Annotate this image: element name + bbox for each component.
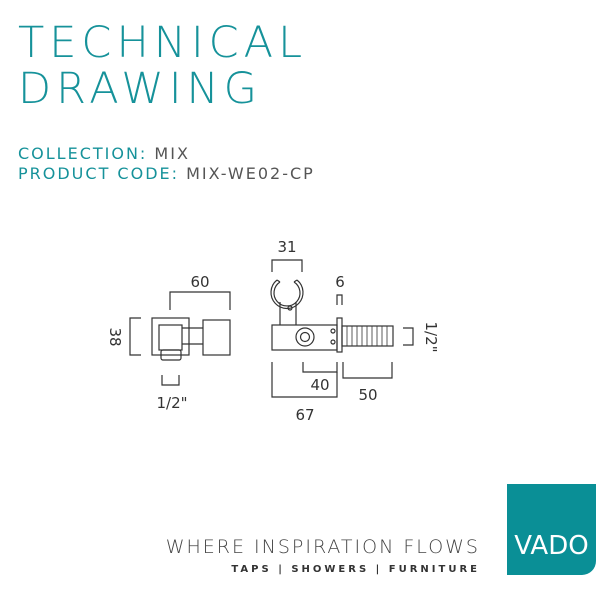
dim-bracket-67 [271,362,338,398]
screw [330,328,336,334]
knob [202,319,231,356]
logo-text: VADO [514,531,589,561]
title-line-1: TECHNICAL [18,18,308,68]
side-view: 38 60 1/2" [106,273,231,412]
collection-row: COLLECTION: MIX [18,144,315,164]
product-code-label: PRODUCT CODE: [18,164,180,183]
dim-label-inlet: 1/2" [156,394,187,412]
screw [330,339,336,345]
dim-bracket-40 [302,362,338,373]
stem-screw [287,305,293,311]
dim-label-38: 38 [106,327,124,346]
hook [270,279,304,310]
threaded-outlet [341,325,394,347]
page-title: TECHNICAL DRAWING [18,20,307,112]
collection-label: COLLECTION: [18,144,148,163]
thread-lines [346,326,388,346]
dim-label-40: 40 [310,376,329,394]
flange [336,317,343,353]
dim-bracket-50 [342,362,393,379]
front-view: 31 6 1/2" 40 67 50 [270,238,440,424]
dim-label-6: 6 [335,273,345,291]
dim-bracket-31 [271,259,303,272]
dim-label-outlet: 1/2" [422,321,440,352]
dim-bracket-60 [169,291,231,310]
collection-value: MIX [154,144,190,163]
dim-bracket-inlet [161,375,180,386]
dim-label-31: 31 [277,238,296,256]
swivel-nut-inner [299,331,311,343]
vado-logo: VADO [507,484,596,575]
product-categories: TAPS | SHOWERS | FURNITURE [231,564,480,575]
swivel-nut [295,327,315,347]
pipe [182,327,203,345]
product-meta: COLLECTION: MIX PRODUCT CODE: MIX-WE02-C… [18,144,315,184]
title-line-2: DRAWING [18,64,262,114]
dim-label-60: 60 [190,273,209,291]
dim-bracket-6 [336,294,343,305]
inlet-nut [160,349,182,361]
tagline: WHERE INSPIRATION FLOWS [165,536,480,558]
dim-label-67: 67 [295,406,314,424]
dim-bracket-38 [129,317,141,356]
product-code-row: PRODUCT CODE: MIX-WE02-CP [18,164,315,184]
product-code-value: MIX-WE02-CP [186,164,315,183]
dim-label-50: 50 [358,386,377,404]
dim-bracket-outlet [403,327,414,346]
wall-plate [151,317,190,356]
elbow-body [158,324,183,351]
hook-stem [279,302,297,325]
